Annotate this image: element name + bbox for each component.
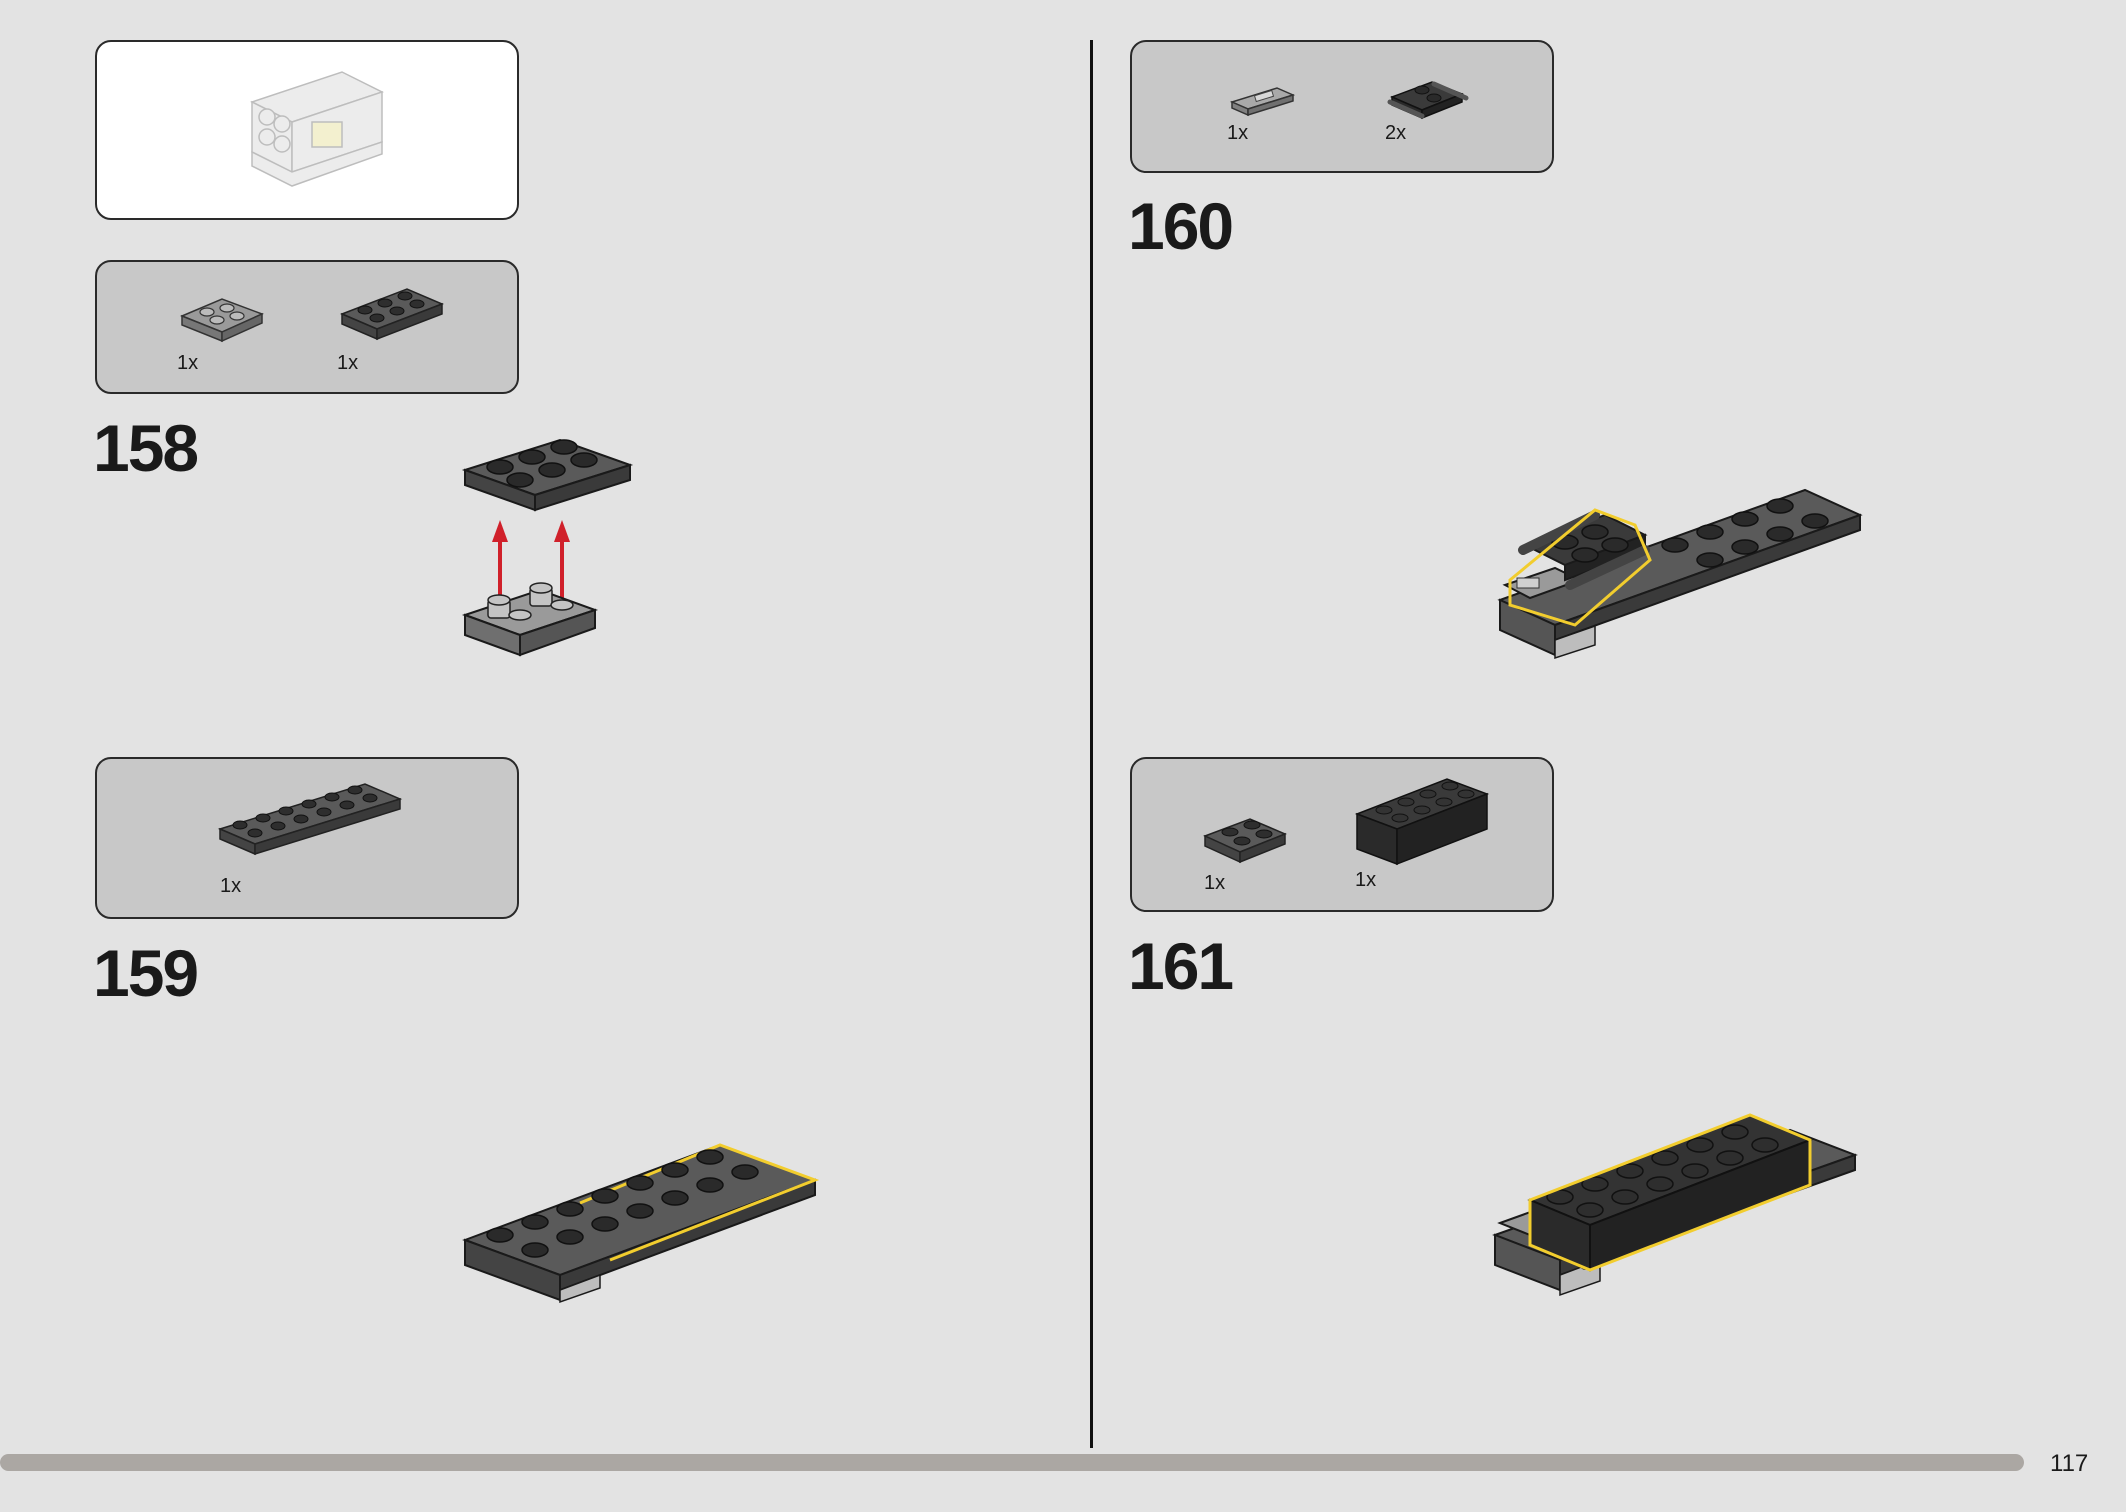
- plate-2x6-dark-grey-icon: [217, 783, 403, 856]
- parts-callout-step-161: 1x 1x: [1130, 757, 1554, 912]
- step-number: 159: [93, 936, 199, 1010]
- tile-1x2-grille-icon: [1229, 87, 1296, 117]
- step-number: 158: [93, 411, 199, 485]
- brick-2x4-black-icon: [1354, 778, 1490, 866]
- step-161-build-image: [1492, 1113, 1858, 1297]
- submodel-preview-box: [95, 40, 519, 220]
- step-160-build-image: [1497, 488, 1863, 660]
- parts-callout-step-160: 1x 2x: [1130, 40, 1554, 173]
- plate-2x3-dark-grey-icon: [340, 288, 444, 341]
- page-number: 117: [2050, 1450, 2089, 1477]
- plate-2x2-dark-grey-icon: [1203, 818, 1287, 864]
- part-quantity: 1x: [177, 352, 199, 374]
- page-divider: [1090, 40, 1093, 1448]
- part-quantity: 2x: [1385, 122, 1407, 144]
- parts-callout-step-159: 1x: [95, 757, 519, 919]
- step-158-build-image: [461, 438, 634, 657]
- part-quantity: 1x: [1227, 122, 1249, 144]
- step-number: 160: [1128, 189, 1234, 263]
- part-quantity: 1x: [337, 352, 359, 374]
- step-number: 161: [1128, 929, 1234, 1003]
- part-quantity: 1x: [220, 875, 242, 897]
- part-quantity: 1x: [1355, 869, 1377, 891]
- submodel-preview-image: [250, 71, 384, 187]
- plate-with-bar-black-icon: [1387, 81, 1469, 120]
- progress-bar: [0, 1454, 2024, 1471]
- parts-callout-step-158: 1x 1x: [95, 260, 519, 394]
- part-quantity: 1x: [1204, 872, 1226, 894]
- plate-2x2-with-pins-icon: [180, 298, 264, 343]
- step-159-build-image: [462, 1143, 820, 1304]
